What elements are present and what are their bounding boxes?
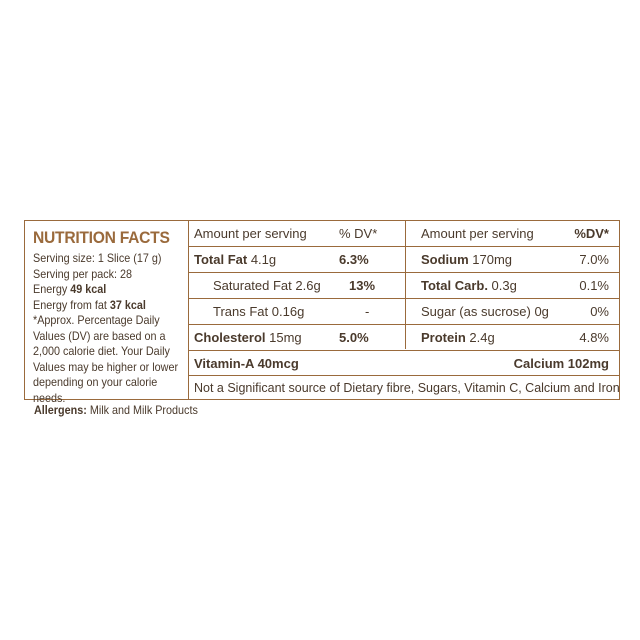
allergens-label: Allergens:	[34, 403, 87, 417]
column-divider	[405, 221, 406, 349]
nutrient-2: Protein 2.4g	[421, 330, 495, 345]
nutrient-dv: 7.0%	[579, 252, 609, 267]
energy: Energy 49 kcal	[33, 282, 173, 298]
nutrient-1: Saturated Fat 2.6g	[213, 278, 321, 293]
row-divider	[189, 272, 619, 273]
nutrient-amount: 0.16g	[268, 304, 305, 319]
nutrient-1: Total Fat 4.1g	[194, 252, 276, 267]
nutrient-1: Trans Fat 0.16g	[213, 304, 304, 319]
amount-header-1: Amount per serving	[194, 226, 307, 241]
energy-value: 49 kcal	[70, 282, 107, 296]
serving-per-pack: Serving per pack: 28	[33, 266, 133, 281]
nutrient-row: Trans Fat 0.16g - Sugar (as sucrose) 0g …	[189, 299, 619, 323]
dv-note: *Approx. Percentage Daily Values (DV) ar…	[33, 313, 179, 405]
nutrient-1: Cholesterol 15mg	[194, 330, 302, 345]
header-divider	[189, 246, 619, 247]
nutrient-amount: 170mg	[468, 252, 513, 267]
footnote: Not a Significant source of Dietary fibr…	[194, 381, 620, 395]
row-divider	[189, 324, 619, 325]
nutrient-dv: 6.3%	[339, 252, 369, 267]
nutrient-dv: 0.1%	[579, 278, 609, 293]
row-divider	[189, 298, 619, 299]
energy-label: Energy	[33, 282, 71, 296]
nutrient-amount: 15mg	[265, 330, 302, 345]
nutrient-name: Protein	[421, 330, 466, 345]
nutrition-table: NUTRITION FACTS Serving size: 1 Slice (1…	[24, 220, 620, 405]
nutrition-title: NUTRITION FACTS	[33, 228, 170, 247]
vitamin-row: Vitamin-A 40mcg Calcium 102mg	[189, 351, 619, 375]
nutrient-row: Total Fat 4.1g 6.3% Sodium 170mg 7.0%	[189, 247, 619, 271]
nutrient-dv: 4.8%	[579, 330, 609, 345]
allergens: Allergens: Milk and Milk Products	[34, 403, 198, 417]
nutrient-amount: 0g	[530, 304, 549, 319]
serving-size: Serving size: 1 Slice (17 g)	[33, 251, 162, 265]
nutrition-label: NUTRITION FACTS Serving size: 1 Slice (1…	[24, 220, 620, 417]
row-divider	[189, 350, 619, 351]
dv-header-2: %DV*	[574, 226, 609, 241]
nutrient-amount: 2.6g	[291, 278, 321, 293]
nutrient-dv: 0%	[590, 304, 609, 319]
energy-from-fat: Energy from fat 37 kcal	[33, 298, 173, 314]
nutrient-amount: 2.4g	[465, 330, 495, 345]
calcium: Calcium 102mg	[513, 356, 609, 371]
nutrient-2: Total Carb. 0.3g	[421, 278, 517, 293]
nutrient-amount: 0.3g	[487, 278, 517, 293]
nutrient-name: Total Carb.	[421, 278, 488, 293]
nutrient-grid: Amount per serving % DV* Amount per serv…	[189, 221, 620, 400]
nutrient-name: Trans Fat	[213, 304, 269, 319]
footnote-row: Not a Significant source of Dietary fibr…	[189, 376, 620, 400]
nutrient-name: Sugar (as sucrose)	[421, 304, 531, 319]
allergens-value: Milk and Milk Products	[86, 403, 198, 417]
nutrient-2: Sugar (as sucrose) 0g	[421, 304, 549, 319]
nutrient-amount: 4.1g	[247, 252, 277, 267]
amount-header-2: Amount per serving	[421, 226, 534, 241]
nutrient-name: Sodium	[421, 252, 469, 267]
nutrient-name: Cholesterol	[194, 330, 266, 345]
summary-column: NUTRITION FACTS Serving size: 1 Slice (1…	[25, 221, 189, 405]
nutrient-name: Saturated Fat	[213, 278, 292, 293]
nutrient-2: Sodium 170mg	[421, 252, 512, 267]
nutrient-dv: 13%	[349, 278, 376, 293]
header-row: Amount per serving % DV* Amount per serv…	[189, 221, 619, 245]
energy-fat-value: 37 kcal	[109, 297, 146, 312]
nutrient-row: Saturated Fat 2.6g 13% Total Carb. 0.3g …	[189, 273, 619, 297]
vitamin-a: Vitamin-A 40mcg	[194, 356, 299, 371]
nutrient-dv: -	[365, 304, 370, 319]
nutrient-name: Total Fat	[194, 252, 248, 267]
dv-header-1: % DV*	[339, 226, 378, 241]
nutrient-dv: 5.0%	[339, 330, 369, 345]
row-divider	[189, 375, 619, 376]
energy-fat-label: Energy from fat	[33, 297, 110, 312]
nutrient-row: Cholesterol 15mg 5.0% Protein 2.4g 4.8%	[189, 325, 619, 349]
